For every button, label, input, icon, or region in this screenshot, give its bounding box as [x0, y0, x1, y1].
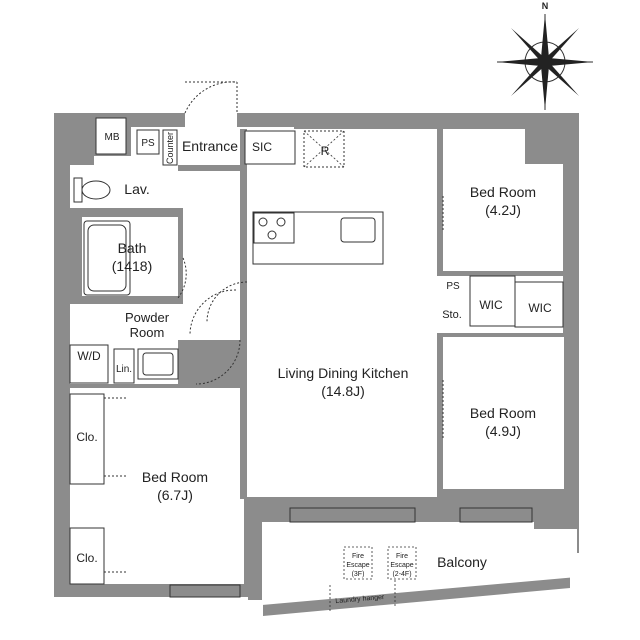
compass-north-label: N [542, 1, 549, 11]
ldk-size-label: (14.8J) [321, 383, 365, 399]
fire-escape-2-line1: Fire [396, 553, 408, 560]
fire-escape-2-line3: (2-4F) [392, 571, 411, 578]
lav-label: Lav. [124, 181, 149, 197]
ps-right-label: PS [446, 281, 460, 292]
fire-escape-2-line2: Escape [390, 562, 413, 569]
wd-label: W/D [77, 349, 101, 363]
refrigerator-label: R [321, 144, 330, 158]
bed-left-label: Bed Room [142, 469, 208, 485]
balcony-label: Balcony [437, 554, 487, 570]
fire-escape-1-line3: (3F) [352, 571, 365, 578]
clo-lower-label: Clo. [76, 551, 97, 565]
entrance-label: Entrance [182, 138, 238, 154]
bath-size-label: (1418) [112, 258, 152, 274]
ps-top-label: PS [141, 138, 155, 149]
room-labels: MB PS Counter Entrance SIC R Lav. Bath (… [76, 132, 552, 605]
bed-left-size-label: (6.7J) [157, 487, 193, 503]
mb-label: MB [105, 132, 120, 143]
powder-room-label-2: Room [130, 325, 165, 340]
sic-label: SIC [252, 140, 272, 154]
sto-label: Sto. [442, 309, 462, 321]
counter-label: Counter [165, 132, 175, 164]
ldk-label: Living Dining Kitchen [278, 365, 409, 381]
wic-1-label: WIC [479, 298, 503, 312]
bed-mid-right-label: Bed Room [470, 405, 536, 421]
bed-top-right-label: Bed Room [470, 184, 536, 200]
fire-escape-hatches [329, 546, 417, 612]
lin-label: Lin. [116, 364, 132, 375]
fire-escape-1-line1: Fire [352, 553, 364, 560]
laundry-hanger-label: Laundry hanger [335, 594, 385, 605]
compass-rose-icon [497, 14, 593, 110]
powder-room-label-1: Powder [125, 310, 170, 325]
clo-upper-label: Clo. [76, 430, 97, 444]
bath-label: Bath [118, 240, 147, 256]
fixtures [69, 81, 564, 598]
wic-2-label: WIC [528, 301, 552, 315]
bed-mid-right-size-label: (4.9J) [485, 423, 521, 439]
bed-top-right-size-label: (4.2J) [485, 202, 521, 218]
fire-escape-1-line2: Escape [346, 562, 369, 569]
